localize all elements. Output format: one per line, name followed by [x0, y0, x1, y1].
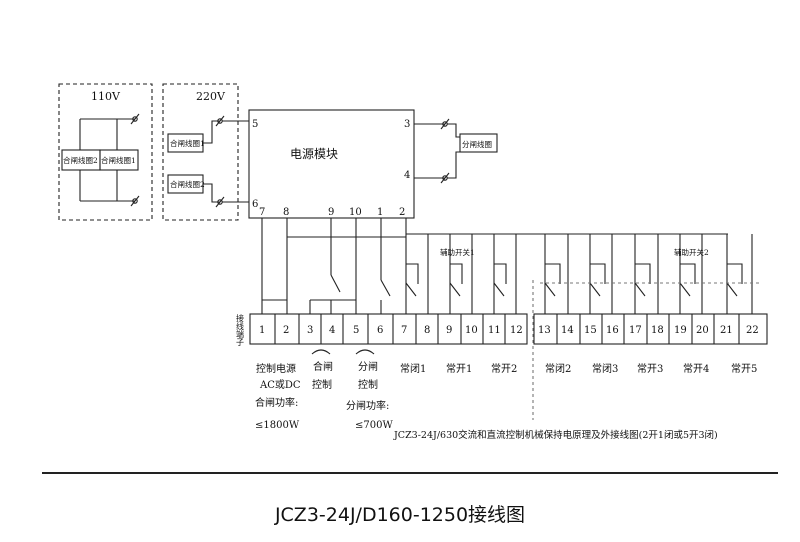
box-110v-coil-2: 合闸线圈2 — [63, 155, 98, 165]
power-module — [248, 109, 415, 219]
terminal-15: 15 — [584, 325, 597, 336]
aux-switch-1-label: 辅助开关1 — [440, 247, 475, 257]
module-pin-7: 7 — [259, 207, 265, 218]
note-close-ctrl-1: 合闸 — [313, 360, 333, 373]
terminal-21: 21 — [720, 325, 733, 336]
box-110v-coil-1: 合闸线圈1 — [101, 155, 136, 165]
contact-nc-3: 常闭3 — [592, 362, 618, 375]
terminal-19: 19 — [674, 325, 687, 336]
open-coil-label: 分闸线圈 — [462, 139, 492, 149]
module-pin-2: 2 — [399, 207, 405, 218]
contact-no-1: 常开1 — [446, 362, 472, 375]
note-close-ctrl-2: 控制 — [312, 378, 332, 391]
terminal-6: 6 — [377, 325, 383, 336]
note-ac-dc: AC或DC — [259, 379, 301, 391]
module-pin-6: 6 — [252, 199, 258, 210]
caption-divider — [42, 472, 778, 474]
page-caption: JCZ3-24J/D160-1250接线图 — [274, 504, 526, 526]
terminal-11: 11 — [488, 325, 501, 336]
box-220v-coil-1: 合闸线圈1 — [170, 138, 205, 148]
box-220v-label: 220V — [196, 90, 226, 103]
terminal-2: 2 — [283, 325, 289, 336]
terminal-12: 12 — [510, 325, 523, 336]
box-220v-coil-2: 合闸线圈2 — [170, 179, 205, 189]
terminal-18: 18 — [651, 325, 664, 336]
terminal-5: 5 — [353, 325, 359, 336]
terminal-14: 14 — [561, 325, 574, 336]
module-pin-8: 8 — [283, 207, 289, 218]
terminal-8: 8 — [424, 325, 430, 336]
note-open-ctrl-1: 分闸 — [358, 360, 378, 373]
note-open-power: 分闸功率: — [346, 399, 389, 412]
terminal-block-right — [533, 313, 768, 345]
contact-nc-1: 常闭1 — [400, 362, 426, 375]
diagram-subtitle: JCZ3-24J/630交流和直流控制机械保持电原理及外接线图(2开1闭或5开3… — [393, 429, 718, 441]
terminal-3: 3 — [307, 325, 313, 336]
contact-no-4: 常开4 — [683, 362, 709, 375]
terminal-22: 22 — [746, 325, 759, 336]
contact-no-3: 常开3 — [637, 362, 663, 375]
terminal-9: 9 — [446, 325, 452, 336]
note-open-ctrl-2: 控制 — [358, 378, 378, 391]
module-pin-5: 5 — [252, 119, 258, 130]
contact-no-2: 常开2 — [491, 362, 517, 375]
box-220v — [162, 83, 239, 221]
terminal-20: 20 — [696, 325, 709, 336]
module-pin-9: 9 — [328, 207, 334, 218]
note-close-power: 合闸功率: — [255, 396, 298, 409]
terminal-7: 7 — [401, 325, 407, 336]
terminal-10: 10 — [465, 325, 478, 336]
terminal-block-left — [249, 313, 528, 345]
box-110v — [58, 83, 153, 221]
contact-nc-2: 常闭2 — [545, 362, 571, 375]
module-pin-3: 3 — [404, 119, 410, 130]
aux-switch-2-label: 辅助开关2 — [674, 247, 709, 257]
box-110v-label: 110V — [91, 90, 121, 103]
note-open-power-value: ≤700W — [355, 420, 393, 431]
terminal-13: 13 — [538, 325, 551, 336]
note-control-power: 控制电源 — [256, 362, 296, 375]
power-module-label: 电源模块 — [290, 147, 338, 161]
terminal-4: 4 — [329, 325, 335, 336]
contact-no-5: 常开5 — [731, 362, 757, 375]
terminal-17: 17 — [629, 325, 642, 336]
terminal-1: 1 — [259, 325, 265, 336]
note-close-power-value: ≤1800W — [255, 420, 300, 431]
module-pin-10: 10 — [349, 207, 362, 218]
module-pin-1: 1 — [377, 207, 383, 218]
terminal-block-label: 接线端子 — [236, 313, 245, 346]
module-pin-4: 4 — [404, 170, 410, 181]
terminal-16: 16 — [606, 325, 619, 336]
